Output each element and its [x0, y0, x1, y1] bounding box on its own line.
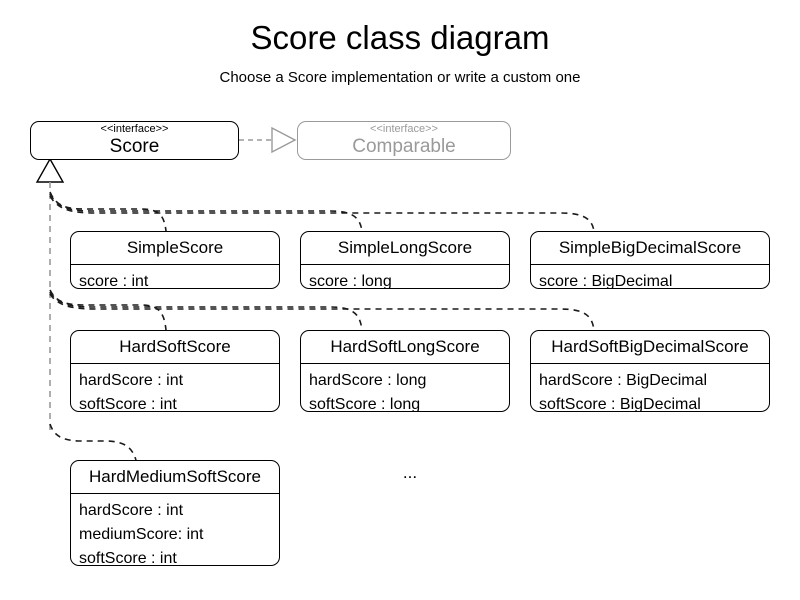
- attribute-list: hardScore : BigDecimal softScore : BigDe…: [531, 364, 769, 412]
- inheritance-branch-row3: [49, 423, 137, 461]
- attribute-row: score : int: [79, 273, 149, 289]
- page-subtitle: Choose a Score implementation or write a…: [219, 69, 581, 86]
- class-name: HardSoftBigDecimalScore: [531, 331, 769, 364]
- class-box-simple-score[interactable]: SimpleScore score : int: [70, 231, 280, 289]
- attribute-row: softScore : int: [79, 550, 177, 566]
- class-name: HardSoftScore: [71, 331, 279, 364]
- class-name: SimpleLongScore: [301, 232, 509, 265]
- attribute-row: softScore : BigDecimal: [539, 396, 701, 412]
- inheritance-triangle-icon: [35, 157, 65, 183]
- class-box-simple-long-score[interactable]: SimpleLongScore score : long: [300, 231, 510, 289]
- class-box-hard-soft-big-decimal-score[interactable]: HardSoftBigDecimalScore hardScore : BigD…: [530, 330, 770, 412]
- hollow-triangle-arrowhead: [271, 126, 297, 154]
- attribute-list: score : long: [301, 265, 509, 289]
- attribute-row: score : BigDecimal: [539, 273, 673, 289]
- attribute-list: hardScore : long softScore : long: [301, 364, 509, 412]
- stereotype-label: <<interface>>: [100, 123, 169, 135]
- class-box-hard-soft-long-score[interactable]: HardSoftLongScore hardScore : long softS…: [300, 330, 510, 412]
- attribute-row: hardScore : BigDecimal: [539, 372, 708, 389]
- attribute-row: softScore : int: [79, 396, 177, 412]
- stereotype-label: <<interface>>: [370, 123, 438, 135]
- attribute-list: hardScore : int softScore : int: [71, 364, 279, 412]
- realization-edge-score-comparable: [239, 126, 297, 154]
- class-name: HardMediumSoftScore: [71, 461, 279, 494]
- attribute-row: hardScore : long: [309, 372, 427, 389]
- class-name: SimpleScore: [71, 232, 279, 265]
- page-title: Score class diagram: [250, 19, 550, 56]
- interface-name: Score: [109, 136, 160, 157]
- interface-box-comparable[interactable]: <<interface>> Comparable: [297, 121, 511, 160]
- attribute-row: mediumScore: int: [79, 526, 204, 543]
- inheritance-branches-row1: [49, 191, 595, 232]
- class-box-hard-soft-score[interactable]: HardSoftScore hardScore : int softScore …: [70, 330, 280, 412]
- more-classes-ellipsis: ...: [402, 463, 418, 482]
- class-box-simple-big-decimal-score[interactable]: SimpleBigDecimalScore score : BigDecimal: [530, 231, 770, 289]
- interface-name: Comparable: [352, 136, 456, 157]
- class-name: SimpleBigDecimalScore: [531, 232, 769, 265]
- class-name: HardSoftLongScore: [301, 331, 509, 364]
- interface-box-score[interactable]: <<interface>> Score: [30, 121, 239, 160]
- attribute-row: softScore : long: [309, 396, 421, 412]
- attribute-list: score : int: [71, 265, 279, 289]
- attribute-row: hardScore : int: [79, 502, 184, 519]
- attribute-list: hardScore : int mediumScore: int softSco…: [71, 494, 279, 566]
- attribute-row: score : long: [309, 273, 392, 289]
- inheritance-branches-row2: [49, 289, 595, 331]
- attribute-list: score : BigDecimal: [531, 265, 769, 289]
- class-box-hard-medium-soft-score[interactable]: HardMediumSoftScore hardScore : int medi…: [70, 460, 280, 566]
- attribute-row: hardScore : int: [79, 372, 184, 389]
